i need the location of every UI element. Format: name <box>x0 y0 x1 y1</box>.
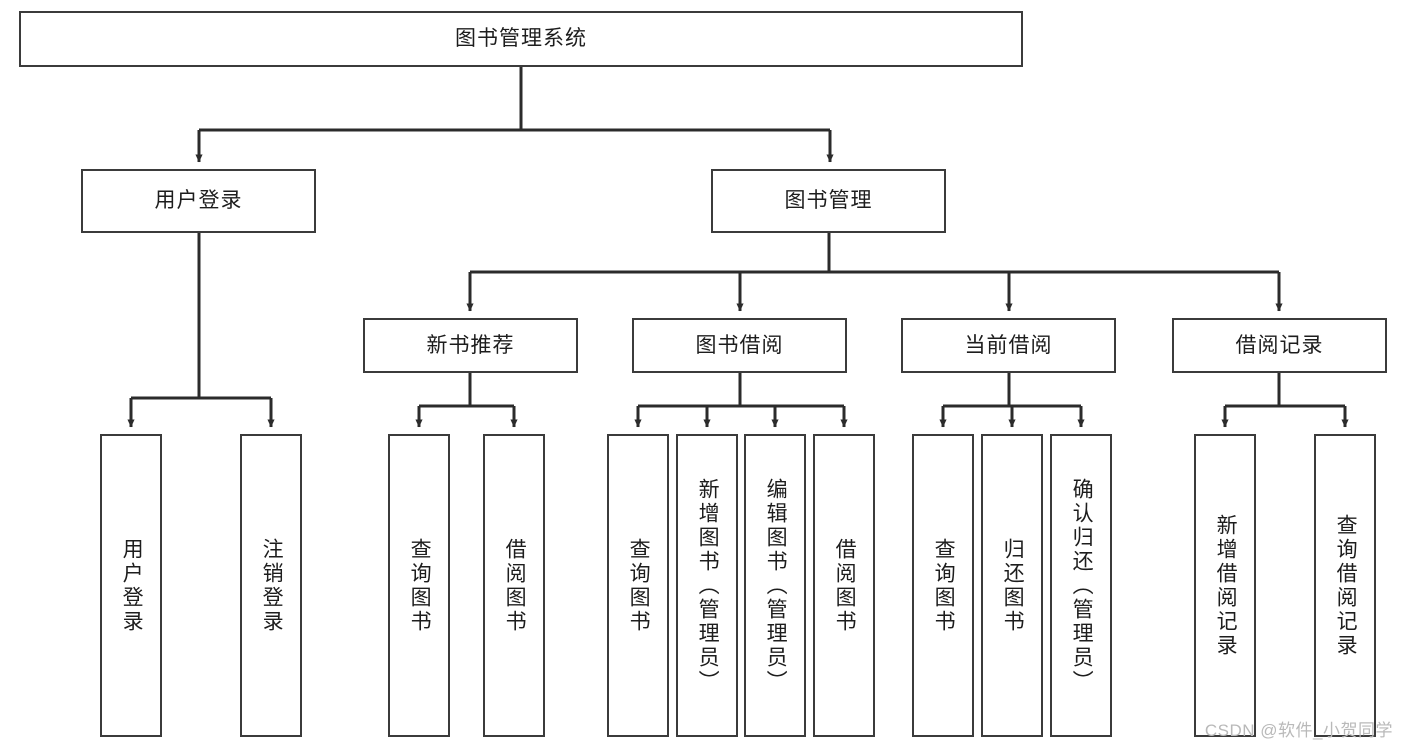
leaf-newbook-query-book[interactable]: 查询图书 <box>388 434 450 737</box>
leaf-record-query-record-label: 查询借阅记录 <box>1334 513 1358 658</box>
node-new-book-recommend[interactable]: 新书推荐 <box>363 318 578 373</box>
leaf-user-login-label: 用户登录 <box>120 537 144 634</box>
leaf-user-login[interactable]: 用户登录 <box>100 434 162 737</box>
leaf-record-add-record[interactable]: 新增借阅记录 <box>1194 434 1256 737</box>
node-root-label: 图书管理系统 <box>455 27 587 51</box>
leaf-user-logout-label: 注销登录 <box>260 537 284 634</box>
node-current-borrow[interactable]: 当前借阅 <box>901 318 1116 373</box>
watermark: CSDN @软件_小贺同学 <box>1204 721 1393 740</box>
node-borrow-record-label: 借阅记录 <box>1235 333 1324 357</box>
leaf-borrow-lend-book[interactable]: 借阅图书 <box>813 434 875 737</box>
leaf-record-add-record-label: 新增借阅记录 <box>1214 513 1238 658</box>
leaf-borrow-edit-book-admin[interactable]: 编辑图书（管理员） <box>744 434 806 737</box>
node-user-login-label: 用户登录 <box>154 189 243 213</box>
node-book-borrow-label: 图书借阅 <box>695 333 784 357</box>
leaf-borrow-query-book-label: 查询图书 <box>627 537 651 634</box>
leaf-current-confirm-return-admin[interactable]: 确认归还（管理员） <box>1050 434 1112 737</box>
leaf-borrow-edit-book-admin-label: 编辑图书（管理员） <box>764 477 788 694</box>
leaf-borrow-query-book[interactable]: 查询图书 <box>607 434 669 737</box>
leaf-current-confirm-return-admin-label: 确认归还（管理员） <box>1070 477 1094 694</box>
node-book-borrow[interactable]: 图书借阅 <box>632 318 847 373</box>
leaf-borrow-add-book-admin-label: 新增图书（管理员） <box>696 477 720 694</box>
node-current-borrow-label: 当前借阅 <box>964 333 1053 357</box>
leaf-current-query-book-label: 查询图书 <box>932 537 956 634</box>
node-borrow-record[interactable]: 借阅记录 <box>1172 318 1387 373</box>
node-new-book-recommend-label: 新书推荐 <box>426 333 515 357</box>
leaf-record-query-record[interactable]: 查询借阅记录 <box>1314 434 1376 737</box>
leaf-borrow-lend-book-label: 借阅图书 <box>833 537 857 634</box>
leaf-current-query-book[interactable]: 查询图书 <box>912 434 974 737</box>
node-book-management-label: 图书管理 <box>784 189 873 213</box>
leaf-current-return-book[interactable]: 归还图书 <box>981 434 1043 737</box>
leaf-borrow-add-book-admin[interactable]: 新增图书（管理员） <box>676 434 738 737</box>
leaf-current-return-book-label: 归还图书 <box>1001 537 1025 634</box>
node-root[interactable]: 图书管理系统 <box>19 11 1023 67</box>
node-user-login[interactable]: 用户登录 <box>81 169 316 233</box>
node-book-management[interactable]: 图书管理 <box>711 169 946 233</box>
leaf-user-logout[interactable]: 注销登录 <box>240 434 302 737</box>
leaf-newbook-query-book-label: 查询图书 <box>408 537 432 634</box>
leaf-newbook-borrow-book-label: 借阅图书 <box>503 537 527 634</box>
leaf-newbook-borrow-book[interactable]: 借阅图书 <box>483 434 545 737</box>
